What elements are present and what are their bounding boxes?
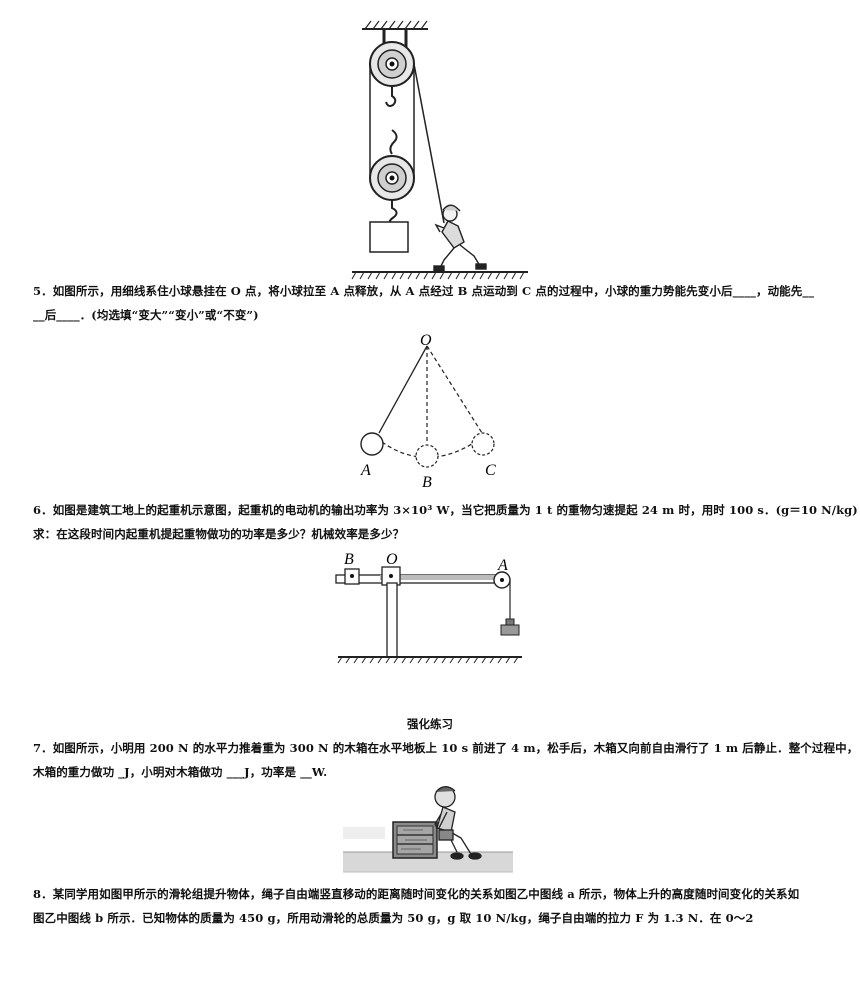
pendulum-label-b: B [422, 474, 432, 490]
crane-label-b: B [344, 551, 354, 568]
pushing-box-figure [343, 786, 513, 873]
pendulum-label-o: O [420, 332, 432, 349]
ball-at-b [415, 444, 439, 468]
pulley-figure [351, 20, 528, 280]
question-6-line-2: 求：在这段时间内起重机提起重物做功的功率是多少？机械效率是多少？ [33, 527, 405, 541]
pendulum-figure: O A B C [360, 332, 496, 490]
ball-at-a [360, 432, 384, 456]
crane-figure: B O A [335, 551, 522, 664]
question-6-line-1: 6．如图是建筑工地上的起重机示意图，起重机的电动机的输出功率为 3×10³ W，… [33, 503, 858, 517]
section-title: 强化练习 [407, 717, 453, 731]
question-8-line-1: 8．某同学用如图甲所示的滑轮组提升物体，绳子自由端竖直移动的距离随时间变化的关系… [33, 887, 800, 901]
question-8-line-2: 图乙中图线 b 所示．已知物体的质量为 450 g，所用动滑轮的总质量为 50 … [33, 911, 754, 925]
question-7-line-1: 7．如图所示，小明用 200 N 的水平力推着重为 300 N 的木箱在水平地板… [33, 741, 859, 755]
crane-label-a: A [497, 557, 508, 574]
pendulum-label-a: A [360, 462, 371, 479]
question-7-line-2: 木箱的重力做功 _J，小明对木箱做功 ___J，功率是 __W. [33, 765, 328, 779]
pendulum-label-c: C [485, 462, 496, 479]
ball-at-c [471, 432, 495, 456]
question-5-line-1: 5．如图所示，用细线系住小球悬挂在 O 点，将小球拉至 A 点释放，从 A 点经… [33, 284, 815, 298]
question-5-line-2: __后____．(均选填“变大”“变小”或“不变”) [33, 308, 259, 322]
crane-label-o: O [386, 551, 398, 568]
